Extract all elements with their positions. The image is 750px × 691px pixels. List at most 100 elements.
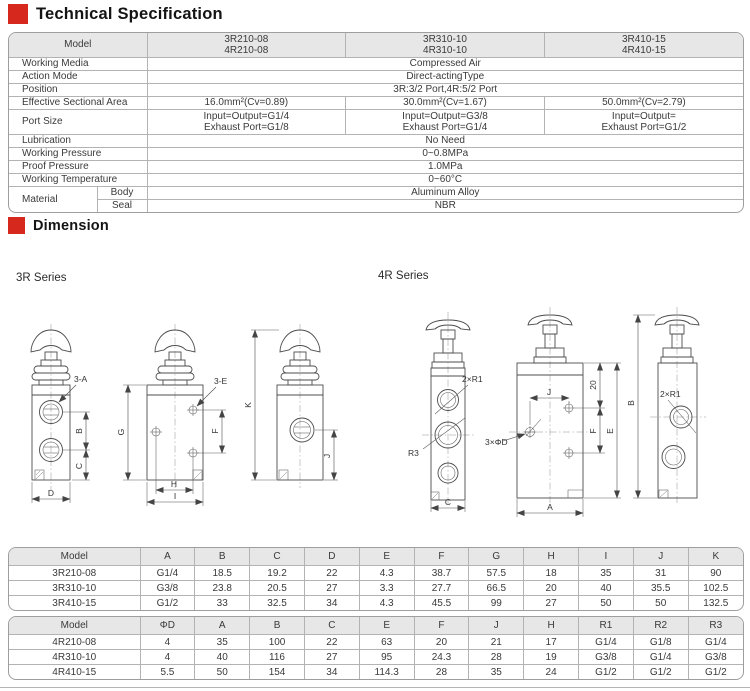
drawing-4r-back-view: J 20 F E 3×ΦD A [485, 307, 621, 517]
column-header: J [632, 548, 689, 566]
table-cell: 3R310-10 [9, 580, 140, 596]
dim-label-c: C [74, 463, 84, 469]
spec-row-label: Working Pressure [9, 147, 147, 161]
table-cell: G3/8 [687, 649, 743, 665]
dim-label-a: A [547, 502, 553, 512]
table-cell: 28 [413, 664, 469, 679]
column-header: D [303, 548, 360, 566]
port-holes [289, 417, 315, 443]
tech-spec-header: Technical Specification [8, 4, 223, 24]
table-cell: 34 [303, 664, 360, 679]
valve-body [276, 384, 324, 481]
table-cell: 27 [303, 580, 360, 596]
pull-knob [425, 319, 471, 369]
dim-label-e: E [605, 428, 615, 434]
spec-row-position: Position 3R:3/2 Port,4R:5/2 Port [9, 83, 743, 97]
column-header: E [358, 617, 415, 635]
table-cell: 21 [468, 634, 524, 650]
table-cell: 40 [578, 580, 634, 596]
table-cell: 31 [632, 565, 689, 581]
spec-value: 30.0mm²(Cv=1.67) [345, 96, 545, 110]
spec-row-label: Proof Pressure [9, 160, 147, 174]
drawing-4r-side-view: B 2×R1 [626, 307, 706, 503]
spec-row-label: Action Mode [9, 70, 147, 84]
dim-label-b: B [74, 428, 84, 434]
table-cell: 17 [523, 634, 579, 650]
dim-label-j: J [547, 387, 551, 397]
table-cell: 3R210-08 [9, 565, 140, 581]
column-header: ΦD [139, 617, 195, 635]
spec-row-effective-area: Effective Sectional Area 16.0mm²(Cv=0.89… [9, 96, 743, 110]
dimension-title: Dimension [33, 217, 109, 234]
dimension-annotations: 2×R1 R3 C [408, 374, 483, 512]
spec-row-material-seal: Seal NBR [9, 199, 743, 212]
series-4r-label: 4R Series [378, 270, 429, 282]
table-cell: 32.5 [249, 595, 305, 610]
table-cell: 38.7 [413, 565, 469, 581]
column-header: E [358, 548, 415, 566]
table-cell: 20 [413, 634, 469, 650]
dim-label-f: F [210, 428, 220, 433]
dim-label-i: I [174, 491, 176, 501]
table-cell: 34 [303, 595, 360, 610]
spec-row-lubrication: Lubrication No Need [9, 134, 743, 148]
dimension-annotations: G 3-E F H I [116, 376, 228, 506]
table-cell: 90 [687, 565, 743, 581]
dim-label-k: K [243, 402, 253, 408]
spec-row-label: Working Media [9, 57, 147, 71]
hole-callout-label: 3-E [214, 376, 228, 386]
table-cell: 66.5 [468, 580, 524, 596]
table-cell: G1/2 [139, 595, 195, 610]
table-cell: 18.5 [194, 565, 250, 581]
spec-value: No Need [146, 134, 743, 148]
column-header: F [413, 548, 469, 566]
column-header: R1 [578, 617, 634, 635]
tech-spec-title: Technical Specification [36, 4, 223, 23]
dimension-annotations: 3-A B C D [31, 374, 90, 503]
column-header: J [468, 617, 524, 635]
table-cell: 35 [468, 664, 524, 679]
spec-row-label: Working Temperature [9, 173, 147, 187]
table-cell: 99 [468, 595, 524, 610]
spec-value: 50.0mm²(Cv=2.79) [543, 96, 743, 110]
table-cell: 5.5 [139, 664, 195, 679]
table-cell: 35 [194, 634, 250, 650]
dimension-annotations: B 2×R1 [626, 314, 697, 499]
table-cell: 19.2 [249, 565, 305, 581]
table-cell: 23.8 [194, 580, 250, 596]
column-header: H [523, 617, 579, 635]
column-header: A [139, 548, 195, 566]
pull-knob [154, 329, 196, 386]
table-cell: 22 [303, 565, 360, 581]
dim-label-c: C [445, 497, 451, 507]
table-cell: 50 [194, 664, 250, 679]
spec-row-label: Material [9, 186, 97, 212]
pull-knob [279, 329, 321, 386]
dim-label-j: J [322, 454, 332, 458]
hole-callout-label: 3×ΦD [485, 437, 508, 447]
drawing-3r-side-view: K J [243, 324, 338, 488]
section-bullet-icon [8, 217, 25, 234]
column-header: R3 [687, 617, 743, 635]
section-bullet-icon [8, 4, 28, 24]
series-3r-label: 3R Series [16, 272, 67, 284]
table-cell: 95 [358, 649, 415, 665]
table-cell: 4 [139, 649, 195, 665]
table-cell: 22 [303, 634, 360, 650]
valve-body [516, 362, 584, 499]
table-cell: 24.3 [413, 649, 469, 665]
dimension-annotations: J 20 F E 3×ΦD A [485, 362, 621, 517]
spec-value: Aluminum Alloy [146, 186, 743, 200]
dim-label-h: H [171, 479, 177, 489]
